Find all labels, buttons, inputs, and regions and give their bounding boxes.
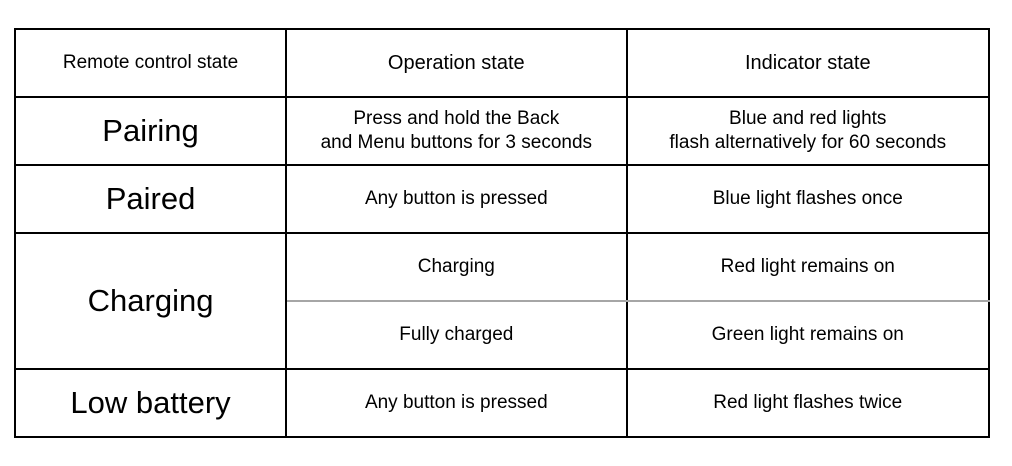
header-operation-state: Operation state: [285, 28, 628, 98]
state-label-paired: Paired: [13, 164, 288, 234]
remote-status-table: Remote control state Operation state Ind…: [13, 28, 990, 438]
table-header-row: Remote control state Operation state Ind…: [13, 28, 990, 98]
operation-line: Press and hold the Back: [353, 108, 560, 130]
operation-line: and Menu buttons for 3 seconds: [320, 132, 593, 153]
header-remote-control-state: Remote control state: [13, 28, 288, 98]
state-label-low-battery: Low battery: [13, 368, 288, 438]
operation-cell-charging: Charging: [285, 232, 628, 302]
indicator-cell-pairing: Blue and red lights flash alternatively …: [625, 96, 990, 166]
operation-cell-paired: Any button is pressed: [285, 164, 628, 234]
indicator-cell-paired: Blue light flashes once: [625, 164, 990, 234]
operation-cell-low-battery: Any button is pressed: [285, 368, 628, 438]
operation-cell-pairing: Press and hold the Back and Menu buttons…: [285, 96, 628, 166]
table-row-pairing: Pairing Press and hold the Back and Menu…: [13, 96, 990, 166]
indicator-cell-low-battery: Red light flashes twice: [625, 368, 990, 438]
operation-cell-fully-charged: Fully charged: [285, 300, 628, 370]
indicator-cell-fully-charged: Green light remains on: [625, 300, 990, 370]
table-row-low-battery: Low battery Any button is pressed Red li…: [13, 368, 990, 438]
indicator-cell-charging: Red light remains on: [625, 232, 990, 302]
state-label-pairing: Pairing: [13, 96, 288, 166]
table-row-fully-charged: Fully charged Green light remains on: [15, 300, 990, 370]
table-row-paired: Paired Any button is pressed Blue light …: [13, 164, 990, 234]
header-indicator-state: Indicator state: [625, 28, 990, 98]
state-label-charging: Charging: [13, 232, 288, 370]
indicator-line: flash alternatively for 60 seconds: [669, 132, 947, 153]
indicator-line: Blue and red lights: [729, 108, 887, 130]
table-row-charging: Charging Charging Red light remains on: [13, 232, 990, 370]
